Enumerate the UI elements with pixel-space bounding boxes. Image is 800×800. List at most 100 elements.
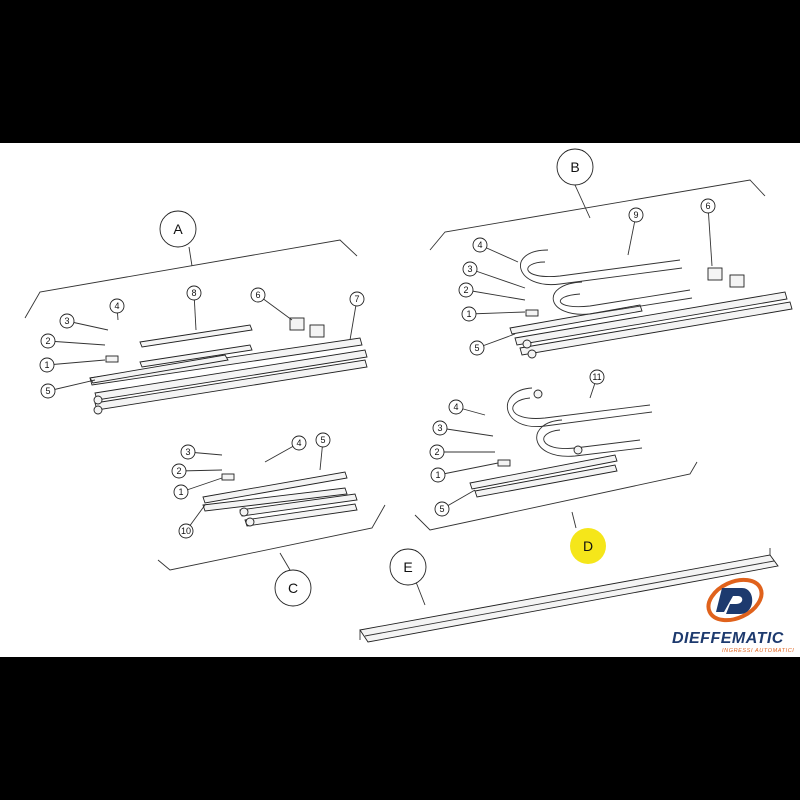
rail bbox=[89, 337, 363, 386]
tube bbox=[519, 301, 793, 356]
strip bbox=[139, 344, 253, 368]
part-number: 2 bbox=[176, 466, 181, 476]
leader-c bbox=[279, 552, 291, 571]
part-number: 3 bbox=[467, 264, 472, 274]
callout-c-part-1[interactable]: 1 bbox=[173, 477, 223, 500]
tube bbox=[514, 291, 788, 346]
part-number: 5 bbox=[320, 435, 325, 445]
bracket bbox=[707, 267, 723, 281]
group-label-e[interactable]: E bbox=[389, 548, 427, 586]
group-a-parts bbox=[89, 317, 368, 415]
callout-d-part-4[interactable]: 4 bbox=[448, 399, 486, 416]
leader-line bbox=[47, 340, 106, 346]
callout-d-part-1[interactable]: 1 bbox=[430, 462, 499, 483]
group-label-c[interactable]: C bbox=[274, 569, 312, 607]
part-number: 9 bbox=[633, 210, 638, 220]
group-b-frame bbox=[429, 179, 766, 251]
callout-c-part-3[interactable]: 3 bbox=[180, 444, 223, 460]
rail bbox=[202, 487, 348, 512]
leader-e bbox=[415, 581, 426, 606]
callout-d-part-5[interactable]: 5 bbox=[434, 489, 476, 517]
group-d-parts bbox=[469, 387, 653, 498]
callout-a-part-4[interactable]: 4 bbox=[109, 298, 125, 321]
part-number: 1 bbox=[435, 470, 440, 480]
leader-a bbox=[188, 246, 193, 267]
callout-c-part-10[interactable]: 10 bbox=[178, 504, 206, 539]
group-b-parts bbox=[509, 249, 793, 359]
part-number: 2 bbox=[45, 336, 50, 346]
part-number: 8 bbox=[191, 288, 196, 298]
callout-c-part-2[interactable]: 2 bbox=[171, 463, 223, 479]
rail bbox=[202, 471, 348, 504]
callout-d-part-2[interactable]: 2 bbox=[429, 444, 495, 460]
pad bbox=[525, 309, 539, 317]
rail bbox=[474, 464, 618, 498]
callout-b-part-5[interactable]: 5 bbox=[469, 333, 516, 356]
leader-line bbox=[469, 268, 526, 289]
group-label-d[interactable]: D bbox=[570, 528, 606, 564]
curved-rail bbox=[520, 249, 683, 286]
callout-b-part-3[interactable]: 3 bbox=[462, 261, 526, 289]
pad bbox=[497, 459, 511, 467]
logo-name: DIEFFEMATIC bbox=[672, 630, 784, 647]
callout-c-part-5[interactable]: 5 bbox=[315, 432, 331, 471]
pad bbox=[221, 473, 235, 481]
part-number: 10 bbox=[181, 526, 191, 536]
group-c-letter: C bbox=[288, 580, 298, 596]
part-number: 3 bbox=[437, 423, 442, 433]
part-number: 5 bbox=[474, 343, 479, 353]
group-e-letter: E bbox=[403, 559, 412, 575]
leader-line bbox=[465, 289, 526, 301]
callout-a-part-6[interactable]: 6 bbox=[250, 287, 293, 321]
strip bbox=[139, 324, 253, 348]
group-c-frame bbox=[157, 504, 386, 571]
curved-rail bbox=[507, 387, 653, 428]
callout-b-part-9[interactable]: 9 bbox=[627, 207, 644, 256]
callout-a-part-8[interactable]: 8 bbox=[186, 285, 202, 331]
part-number: 6 bbox=[705, 201, 710, 211]
group-b-letter: B bbox=[570, 159, 579, 175]
callout-a-part-3[interactable]: 3 bbox=[59, 313, 109, 331]
part-number: 4 bbox=[114, 301, 119, 311]
leader-d bbox=[571, 511, 577, 529]
curved-rail bbox=[552, 281, 693, 315]
callout-a-part-2[interactable]: 2 bbox=[40, 333, 106, 349]
pad bbox=[105, 355, 119, 363]
group-d-letter: D bbox=[583, 538, 593, 554]
part-number: 4 bbox=[296, 438, 301, 448]
rail bbox=[469, 454, 618, 490]
tube bbox=[94, 359, 368, 411]
part-number: 1 bbox=[466, 309, 471, 319]
callout-b-part-6[interactable]: 6 bbox=[700, 198, 716, 267]
part-number: 7 bbox=[354, 294, 359, 304]
part-number: 4 bbox=[453, 402, 458, 412]
callout-d-part-3[interactable]: 3 bbox=[432, 420, 494, 437]
callout-b-part-4[interactable]: 4 bbox=[472, 237, 519, 263]
callout-c-part-4[interactable]: 4 bbox=[264, 435, 307, 463]
leader-line bbox=[439, 427, 494, 437]
bracket bbox=[309, 324, 325, 338]
callout-a-part-1[interactable]: 1 bbox=[39, 357, 106, 373]
callout-a-part-5[interactable]: 5 bbox=[40, 379, 96, 399]
group-label-a[interactable]: A bbox=[159, 210, 197, 248]
leader-b bbox=[574, 184, 591, 219]
rail bbox=[89, 354, 229, 384]
part-number: 3 bbox=[64, 316, 69, 326]
leader-line bbox=[437, 462, 499, 476]
bracket bbox=[729, 274, 745, 288]
part-number: 3 bbox=[185, 447, 190, 457]
dieffematic-logo: DIEFFEMATIC INGRESSI AUTOMATICI bbox=[672, 577, 794, 654]
group-a-frame bbox=[24, 239, 358, 319]
callout-b-part-2[interactable]: 2 bbox=[458, 282, 526, 301]
callout-b-part-1[interactable]: 1 bbox=[461, 306, 526, 322]
callout-d-part-11[interactable]: 11 bbox=[589, 369, 605, 399]
group-a-letter: A bbox=[173, 221, 183, 237]
bracket bbox=[289, 317, 305, 331]
callout-a-part-7[interactable]: 7 bbox=[349, 291, 365, 341]
group-label-b[interactable]: B bbox=[556, 148, 594, 186]
part-number: 6 bbox=[255, 290, 260, 300]
leader-line bbox=[47, 379, 96, 392]
part-number: 1 bbox=[44, 360, 49, 370]
